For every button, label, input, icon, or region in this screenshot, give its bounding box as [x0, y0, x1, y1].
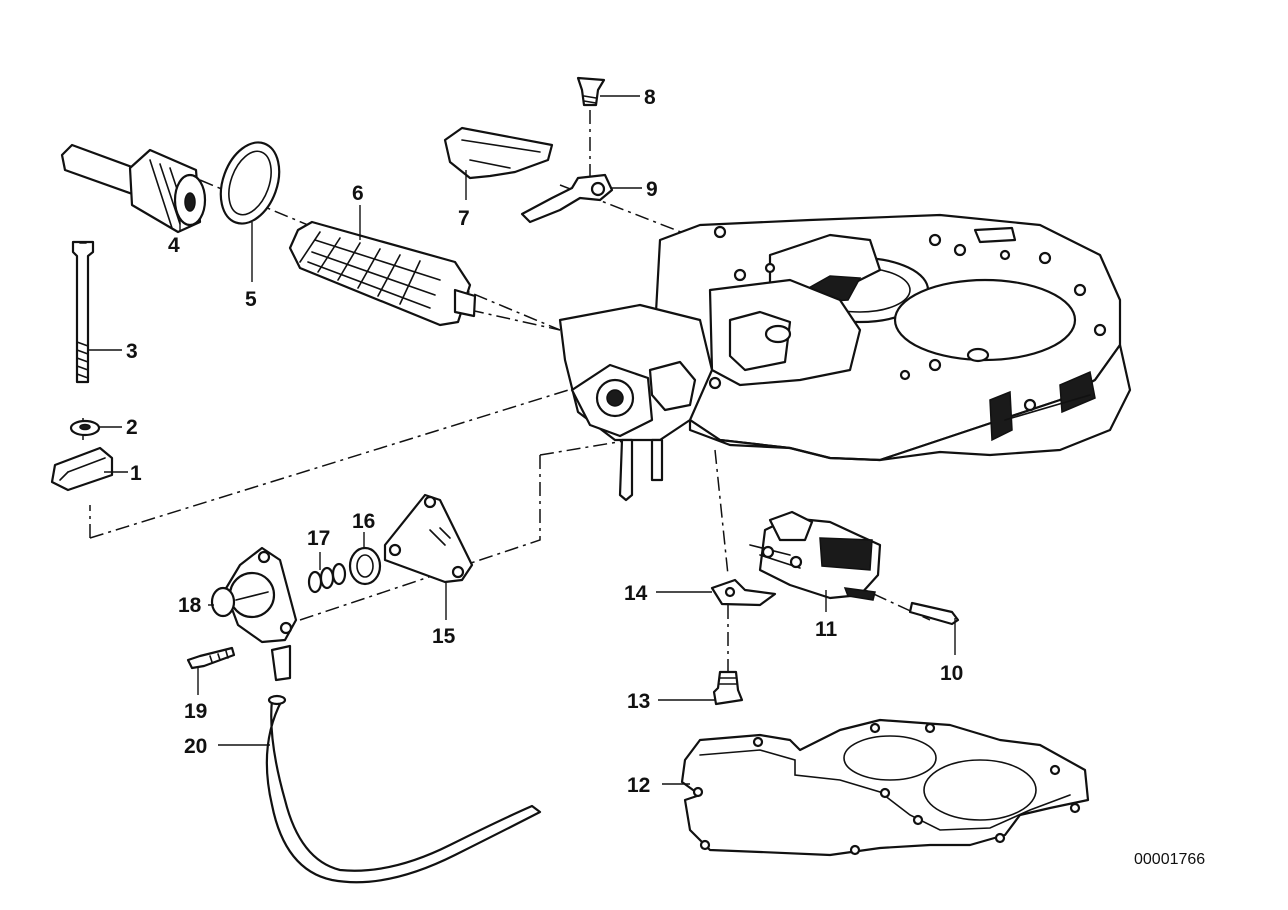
- callout-8: 8: [644, 86, 656, 109]
- callout-10: 10: [940, 662, 963, 685]
- leader-lines: [88, 95, 956, 785]
- diaphragm-plate-part-15: [383, 493, 474, 584]
- diagram-reference-number: 00001766: [1134, 851, 1205, 868]
- callout-6: 6: [352, 182, 364, 205]
- callout-2: 2: [126, 416, 138, 439]
- hose-part-20: [265, 694, 542, 884]
- throttle-lever-part-9: [520, 173, 614, 224]
- screw-part-19: [186, 646, 236, 670]
- fuel-filter-part-6: [288, 220, 477, 327]
- gasket-part-12: [680, 718, 1090, 857]
- callout-1: 1: [130, 462, 142, 485]
- callout-12: 12: [627, 774, 650, 797]
- switch-part-11: [749, 510, 882, 601]
- callout-18: 18: [178, 594, 202, 617]
- adjusting-screw-part-13: [712, 670, 744, 706]
- callout-3: 3: [126, 340, 138, 363]
- callout-11: 11: [815, 618, 838, 641]
- callouts: 1 2 3 4 5 6 7 8 9 10 11 12 13 14 15 16 1…: [126, 86, 963, 797]
- washer-part-2: [69, 419, 101, 437]
- callout-14: 14: [624, 582, 648, 605]
- callout-16: 16: [352, 510, 375, 533]
- callout-20: 20: [184, 735, 207, 758]
- hose-fitting-part-4: [60, 143, 207, 234]
- screw-part-8: [576, 76, 606, 107]
- callout-17: 17: [307, 527, 330, 550]
- callout-7: 7: [458, 207, 470, 230]
- callout-13: 13: [627, 690, 650, 713]
- pump-housing-part-18: [210, 546, 298, 682]
- ring-part-16: [348, 546, 382, 586]
- pin-part-10: [908, 601, 960, 626]
- callout-15: 15: [432, 625, 456, 648]
- callout-9: 9: [646, 178, 658, 201]
- lever-part-7: [443, 126, 554, 180]
- callout-5: 5: [245, 288, 257, 311]
- callout-19: 19: [184, 700, 207, 723]
- carburetor-body: [558, 213, 1132, 502]
- clip-plate-part-14: [710, 578, 777, 607]
- sealing-ring-part-5: [219, 141, 281, 225]
- callout-4: 4: [168, 234, 180, 257]
- spring-part-17: [307, 562, 347, 594]
- bracket-clip-part-1: [50, 446, 114, 492]
- long-bolt-part-3: [71, 240, 95, 384]
